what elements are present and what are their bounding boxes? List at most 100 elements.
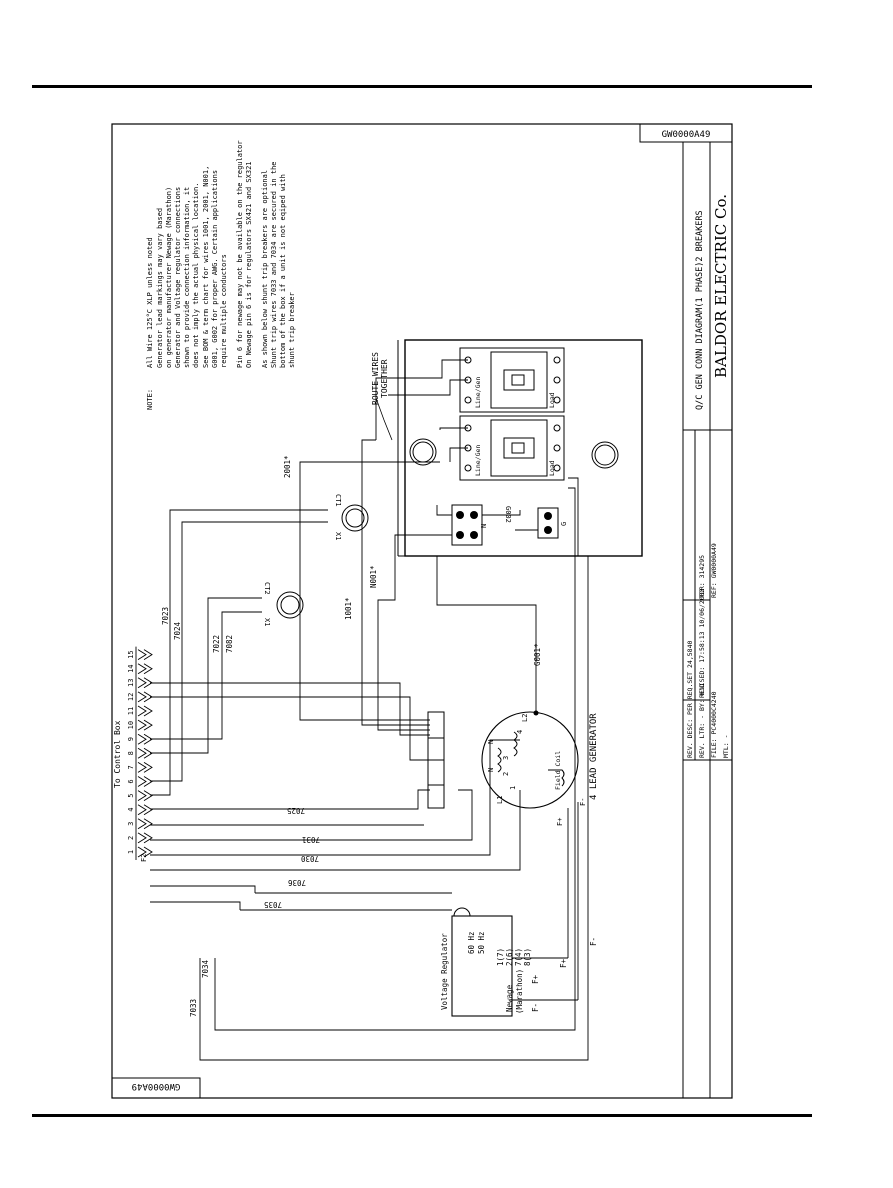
field-coil-label: Field Coil: [554, 751, 562, 790]
vr-50hz: 50 Hz: [477, 931, 486, 954]
terminal-number: 5: [127, 793, 135, 797]
wire-1001-label: 1001*: [344, 597, 353, 620]
note-line: As shown below shunt trip breakers are o…: [261, 170, 269, 368]
terminal-chevron: [137, 733, 147, 745]
gen-t2-label: 2: [502, 772, 510, 776]
top-rule: [32, 85, 812, 88]
drawing-number-top: GW0000A49: [662, 130, 711, 140]
ref: REF: GW0000A49: [710, 543, 718, 598]
note-line: Pin 6 for newage may not be available on…: [236, 140, 244, 368]
wire-7034-label: 7034: [201, 959, 210, 978]
load-label: Load: [548, 460, 556, 476]
line-gen-label: Line/Gen: [474, 445, 482, 476]
note-line: Generator and Voltage regulator connecti…: [174, 187, 182, 368]
vr-marathon: (Marathon): [515, 969, 524, 1014]
wire-7030-label: 7030: [300, 854, 319, 863]
wire-7024-label: 7024: [173, 621, 182, 640]
vr-newage: Newage: [505, 984, 514, 1012]
vr-60hz: 60 Hz: [467, 931, 476, 954]
material: MTL: -: [722, 735, 730, 758]
gen-t1-label: 1: [509, 786, 517, 790]
note-line: on generator manufacturer Newage (Marath…: [165, 187, 173, 368]
terminal-number: 2: [127, 836, 135, 840]
wire-7031-label: 7031: [302, 835, 320, 844]
vr-f-plus: F+: [531, 974, 540, 984]
generator-terminal-block: [427, 711, 445, 809]
note-line: shunt trip breaker: [288, 292, 296, 368]
load-label: Load: [548, 392, 556, 408]
terminal-number: 6: [127, 779, 135, 783]
terminal-chevron: [137, 677, 147, 689]
gen-n2-label: N: [487, 740, 495, 744]
terminal-number: 9: [127, 737, 135, 741]
neutral-bus-label: N: [480, 524, 488, 528]
terminal-chevron: [137, 691, 147, 703]
vr-fplus-out: F+: [559, 958, 568, 968]
terminal-number: 13: [127, 679, 135, 687]
terminal-number: 11: [127, 707, 135, 715]
note-line: On Newage pin 6 is for regulators SX421 …: [245, 161, 253, 368]
terminal-strip-f2-label: F2: [140, 854, 148, 862]
note-line: does not imply the actual physical locat…: [192, 183, 200, 368]
ct2-x1-label: X1: [263, 618, 271, 626]
note-line: require multiple conductors: [220, 254, 228, 368]
terminal-chevron: [137, 846, 147, 858]
gen-fplus-label: F+: [556, 818, 564, 826]
ct2-label: CT2: [263, 582, 271, 595]
bottom-rule: [32, 1114, 812, 1117]
terminal-number: 15: [127, 650, 135, 658]
note-line: bottom of the box if a unit is not eqipe…: [279, 174, 287, 368]
terminal-number: 10: [127, 721, 135, 729]
four-lead-generator: 4 LEAD GENERATOR Field Coil L1 L2 N N 1 …: [481, 710, 599, 1000]
generator-title: 4 LEAD GENERATOR: [589, 713, 599, 800]
revised: REVISED: 17:58:13 10/06/2003: [698, 588, 706, 698]
terminal-chevron: [143, 804, 153, 816]
wire-7082-label: 7082: [225, 635, 234, 653]
title-block: [682, 141, 733, 1099]
terminal-chevron: [137, 762, 147, 773]
note-line: G001, G002 for proper AWG. Certain appli…: [211, 170, 219, 368]
terminal-chevron: [143, 705, 153, 717]
note-line: All Wire 125°C XLP unless noted: [146, 237, 154, 368]
drawing-title: Q/C GEN CONN DIAGRAM(1 PHASE)2 BREAKERS: [695, 210, 705, 410]
terminal-chevron: [137, 663, 147, 675]
rev-ltr: REV. LTR: - BY: HJD: [698, 684, 706, 758]
together-label: TOGETHER: [380, 359, 389, 398]
ground-bus: [537, 507, 559, 539]
drawing-number-bottom: GW0000A49: [132, 1081, 181, 1091]
wire-7033-label: 7033: [189, 999, 198, 1017]
wire-7022-label: 7022: [212, 635, 221, 653]
terminal-chevron: [137, 705, 147, 717]
drawing-number-tab-bottom: [111, 1077, 201, 1099]
gen-t4-label: 4: [516, 730, 524, 734]
gen-n1-label: N: [487, 768, 495, 772]
terminal-number: 14: [127, 664, 135, 672]
ct1: CT1 X1: [334, 494, 369, 540]
vr-pin: 7(4): [514, 948, 523, 966]
terminal-chevron: [143, 762, 153, 773]
terminal-number: 4: [127, 808, 135, 812]
terminal-chevron: [137, 776, 147, 787]
gen-t3-label: 3: [502, 756, 510, 760]
tdr: TDR: 314295: [698, 555, 706, 598]
terminal-chevron: [143, 776, 153, 787]
file-name: FILE: PC4000C4240: [710, 691, 718, 758]
terminal-chevron: [143, 832, 153, 844]
terminal-number: 8: [127, 751, 135, 755]
terminal-chevron: [143, 649, 153, 660]
terminal-chevron: [137, 804, 147, 816]
rev-desc: REV. DESC: PER REQ.SET 24,5840: [686, 641, 694, 758]
vr-fminus-out: F-: [589, 937, 598, 946]
vr-pin: 8(3): [523, 948, 532, 966]
gen-l2-label: L2: [521, 714, 529, 722]
gen-l1-label: L1: [496, 796, 504, 804]
wire-g001-label: G001*: [533, 643, 542, 666]
neutral-bus: [451, 504, 483, 546]
terminal-chevron: [143, 818, 153, 830]
wire-7023-label: 7023: [161, 607, 170, 625]
terminal-number: 12: [127, 693, 135, 701]
wire-7036-label: 7036: [287, 878, 306, 887]
terminal-number: 1: [127, 850, 135, 854]
vr-pin: 2(6): [505, 948, 514, 966]
